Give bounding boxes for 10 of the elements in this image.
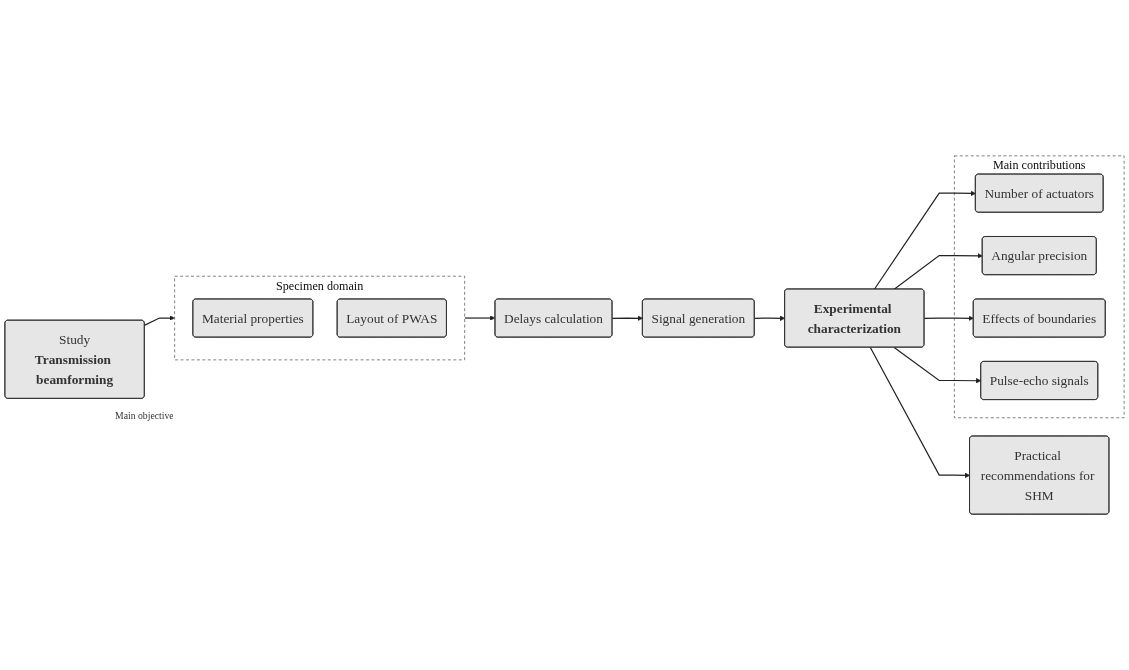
arrow xyxy=(873,190,976,290)
arrow xyxy=(869,346,971,478)
arrow xyxy=(611,315,643,321)
arrow xyxy=(143,315,175,326)
arrow xyxy=(923,315,974,321)
node-label: Main objective xyxy=(115,410,174,421)
arrow xyxy=(893,253,983,290)
arrow xyxy=(893,346,982,384)
arrow xyxy=(464,315,496,321)
arrow xyxy=(753,315,786,321)
